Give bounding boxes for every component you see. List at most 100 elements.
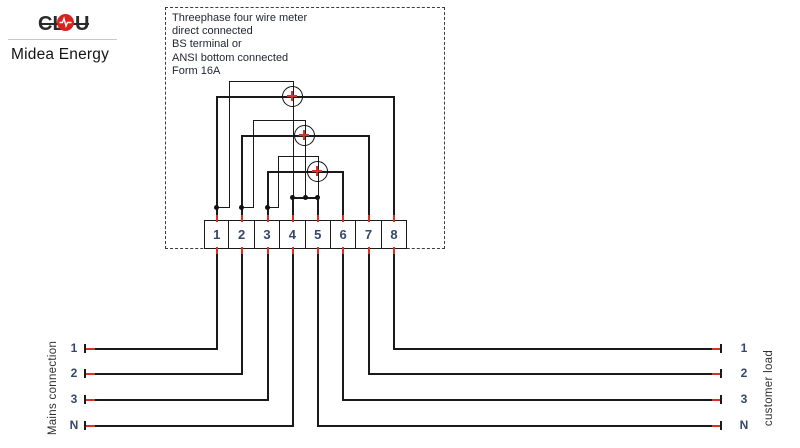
logo-subtitle: Midea Energy: [11, 46, 110, 63]
wire-terminal2-drop: [241, 252, 243, 375]
rail-mains-n: [95, 425, 294, 427]
connection-tick: [368, 247, 370, 254]
rail-end-cap: [720, 421, 722, 430]
connection-tick: [86, 425, 95, 427]
rail-load-n: [317, 425, 712, 427]
connection-tick: [712, 425, 721, 427]
meter-description-line: ANSI bottom connected: [172, 51, 289, 64]
wire-voltage-bracket-3: [278, 156, 319, 157]
wire-voltage-stub-2: [241, 207, 254, 208]
connection-tick: [292, 215, 294, 222]
load-rail-label-3: 3: [740, 392, 748, 406]
terminal-8: 8: [381, 220, 408, 249]
rail-end-cap: [720, 369, 722, 378]
connection-tick: [241, 247, 243, 254]
wire-terminal3-drop: [267, 252, 269, 401]
meter-description-line: Threephase four wire meter: [172, 12, 308, 24]
wire-voltage-drop-1: [293, 81, 294, 198]
red-cross-icon: [316, 166, 318, 176]
connection-tick: [86, 399, 95, 401]
mains-connection-label: Mains connection: [47, 340, 59, 436]
rail-end-cap: [84, 395, 86, 404]
rail-mains-3: [95, 399, 269, 401]
meter-description-line: direct connected: [172, 25, 253, 38]
connection-tick: [267, 247, 269, 254]
terminal-6: 6: [330, 220, 357, 249]
mains-rail-label-2: 2: [70, 366, 78, 380]
rail-load-2: [368, 373, 712, 375]
terminal-7: 7: [356, 220, 382, 249]
connection-tick: [317, 215, 319, 222]
load-rail-label-1: 1: [740, 341, 748, 355]
terminal-4: 4: [280, 220, 306, 249]
wire-voltage-leg-1: [229, 81, 230, 208]
meter-description-line: BS terminal or: [172, 38, 242, 51]
wire-terminal7-drop: [368, 252, 370, 375]
wire-voltage-bracket-1: [229, 81, 294, 82]
connection-tick: [267, 215, 269, 222]
connection-tick: [241, 215, 243, 222]
wire-neutral-out-riser: [317, 197, 319, 216]
wire-voltage-leg-2: [253, 120, 254, 208]
rail-mains-1: [95, 348, 218, 350]
wire-phase3-in-riser: [267, 171, 269, 216]
junction-dot: [214, 205, 219, 210]
meter-description: Threephase four wire meter direct connec…: [172, 12, 434, 78]
connection-tick: [712, 373, 721, 375]
mains-rail-label-n: N: [69, 418, 79, 432]
wire-terminal8-drop: [393, 252, 395, 350]
rail-end-cap: [84, 421, 86, 430]
wire-phase3-out-riser: [342, 171, 344, 216]
measuring-element-1-icon: [282, 86, 303, 107]
rail-end-cap: [84, 344, 86, 353]
rail-end-cap: [720, 344, 722, 353]
mains-rail-label-1: 1: [70, 341, 78, 355]
wire-terminal5-drop: [317, 252, 319, 427]
junction-dot: [315, 195, 320, 200]
measuring-element-2-icon: [294, 125, 315, 146]
wire-terminal4-drop: [292, 252, 294, 427]
terminal-1: 1: [204, 220, 230, 249]
load-rail-label-2: 2: [740, 366, 748, 380]
red-cross-icon: [303, 130, 305, 140]
connection-tick: [712, 399, 721, 401]
rail-load-3: [342, 399, 712, 401]
wire-phase1-out-riser: [393, 96, 395, 216]
customer-load-label: customer load: [763, 349, 775, 427]
junction-dot: [290, 195, 295, 200]
rail-end-cap: [84, 369, 86, 378]
connection-tick: [393, 215, 395, 222]
wire-phase1-top: [216, 96, 395, 98]
terminal-5: 5: [305, 220, 331, 249]
logo-divider: [8, 39, 117, 40]
connection-tick: [712, 348, 721, 350]
wire-phase2-in-riser: [241, 135, 243, 216]
connection-tick: [342, 247, 344, 254]
terminal-strip: 1 2 3 4 5 6 7 8: [204, 220, 408, 249]
connection-tick: [342, 215, 344, 222]
connection-tick: [86, 373, 95, 375]
connection-tick: [292, 247, 294, 254]
red-cross-icon: [291, 91, 293, 101]
rail-load-1: [393, 348, 712, 350]
measuring-element-3-icon: [307, 161, 328, 182]
connection-tick: [216, 215, 218, 222]
wire-phase2-out-riser: [368, 135, 370, 216]
ecg-pulse-icon: [57, 14, 74, 31]
wire-voltage-bracket-2: [253, 120, 306, 121]
wire-neutral-in-riser: [292, 197, 294, 216]
wire-phase1-in-riser: [216, 96, 218, 216]
mains-rail-label-3: 3: [70, 392, 78, 406]
rail-mains-2: [95, 373, 243, 375]
connection-tick: [368, 215, 370, 222]
rail-end-cap: [720, 395, 722, 404]
junction-dot: [303, 195, 308, 200]
connection-tick: [393, 247, 395, 254]
wire-voltage-leg-3: [278, 156, 279, 208]
wire-terminal1-drop: [216, 252, 218, 350]
terminal-2: 2: [229, 220, 255, 249]
connection-tick: [216, 247, 218, 254]
wire-voltage-drop-2: [305, 120, 306, 198]
connection-tick: [317, 247, 319, 254]
